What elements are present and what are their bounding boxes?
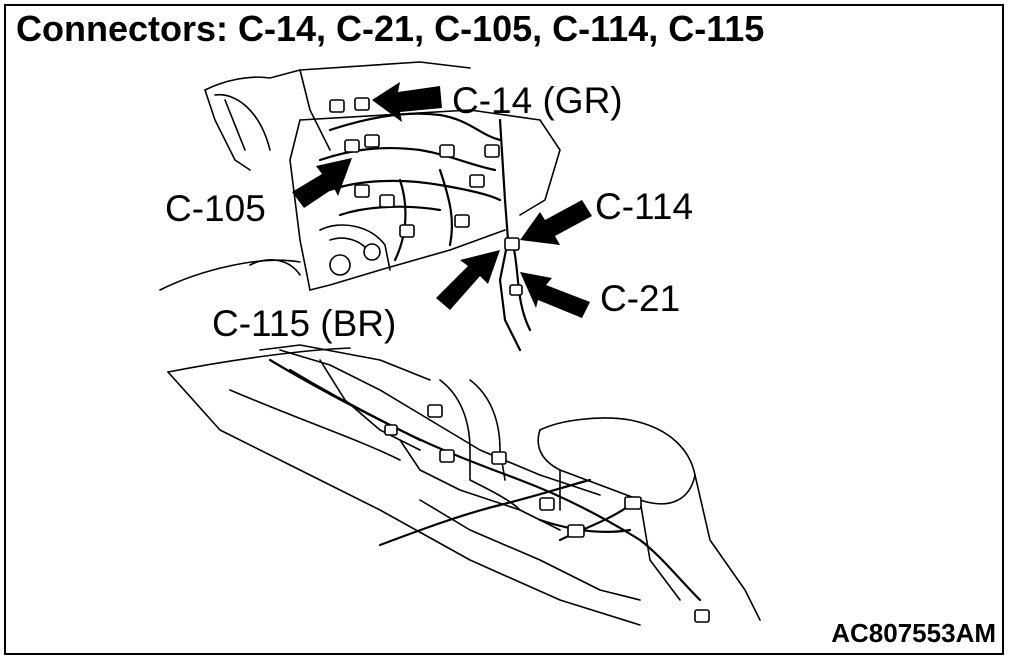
connector-symbols bbox=[329, 97, 710, 623]
callout-c105: C-105 bbox=[165, 188, 266, 229]
callout-arrows bbox=[292, 82, 592, 318]
callout-c115: C-115 (BR) bbox=[212, 303, 397, 344]
dashboard-outline bbox=[159, 61, 641, 626]
diagram-frame bbox=[4, 4, 1004, 655]
arrow-c105 bbox=[292, 158, 352, 208]
callout-c114: C-114 bbox=[595, 186, 694, 227]
arrow-c21 bbox=[520, 272, 590, 318]
callout-c21: C-21 bbox=[600, 278, 681, 319]
figure-id: AC807553AM bbox=[831, 618, 996, 648]
arrow-c14 bbox=[372, 82, 442, 122]
callout-c14: C-14 (GR) bbox=[452, 80, 623, 121]
page-title: Connectors: C-14, C-21, C-105, C-114, C-… bbox=[16, 8, 765, 49]
arrow-c114 bbox=[520, 200, 592, 245]
center-console-outline bbox=[279, 349, 761, 621]
arrow-c115 bbox=[436, 250, 500, 310]
